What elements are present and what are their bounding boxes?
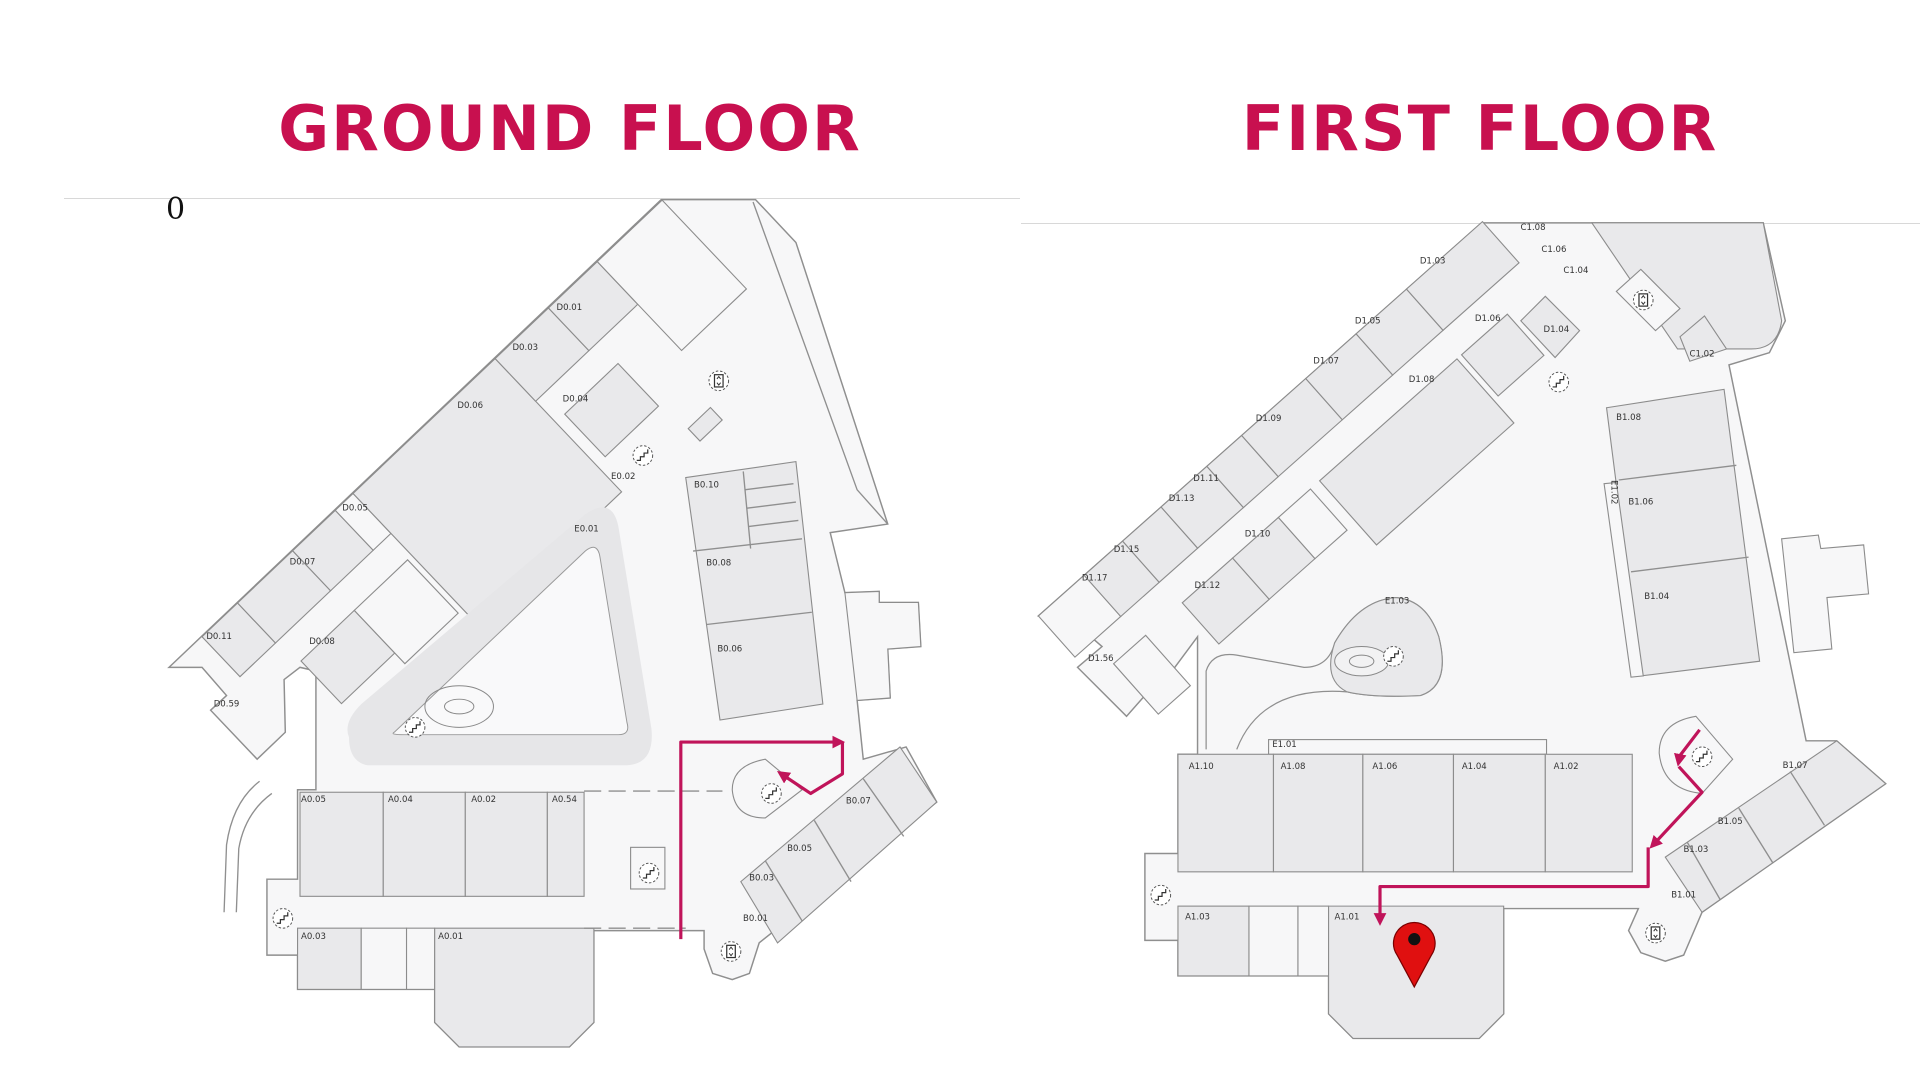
first-b-wing [1664,740,1887,914]
location-pin-icon[interactable] [1392,921,1436,989]
floor-level-marker: 0 [166,192,186,227]
room-label: B0.07 [846,796,871,806]
stairs-icon [1383,646,1404,667]
room-label: B1.04 [1644,592,1669,602]
ground-curved-wall [223,780,273,913]
ground-b-block [685,461,824,721]
room-label: D0.03 [512,343,538,353]
room-label: B0.06 [717,644,742,654]
room-label: D1.17 [1082,573,1108,583]
room-label: A0.01 [438,932,463,942]
room-label: A0.02 [471,795,496,805]
room-label: D1.06 [1475,314,1501,324]
stairs-icon [272,908,294,929]
ground-route [679,735,846,940]
route-arrow [1373,847,1650,926]
ground-courtyard [392,546,629,736]
room-label: C1.06 [1541,245,1566,255]
room-label: B1.07 [1783,761,1808,771]
room-label: C1.02 [1690,349,1715,359]
room-label: B0.01 [743,914,768,924]
route-arrow [1674,728,1701,767]
room-label: C1.04 [1563,266,1588,276]
elevator-icon [1645,922,1666,944]
room-label: B1.08 [1616,413,1641,423]
first-d-wing [1037,220,1545,715]
room-label: A1.08 [1281,762,1306,772]
room-label: B0.10 [694,480,719,490]
room-label: D1.15 [1114,545,1140,555]
room-label: A1.01 [1334,913,1359,923]
room-label: D1.09 [1256,414,1282,424]
room-label: D1.11 [1193,474,1219,484]
room-label: D0.59 [214,700,240,710]
room-label: A0.04 [388,795,413,805]
stairs-icon [1548,371,1570,393]
room-label: A1.04 [1462,762,1487,772]
route-arrow [776,742,845,796]
elevator-icon [1632,289,1654,311]
room-label: B1.05 [1718,817,1743,827]
room-label: B0.08 [706,559,731,569]
first-floor-title: FIRST FLOOR [1241,92,1719,165]
room-label: A0.03 [301,932,326,942]
room-label: D0.01 [557,303,583,313]
stairs-icon [1150,884,1172,906]
room-label: D1.56 [1088,654,1114,664]
room-label: D1.08 [1409,375,1435,385]
ground-floor-title: GROUND FLOOR [278,92,862,165]
room-label: D1.13 [1169,494,1195,504]
room-label: B1.06 [1628,497,1653,507]
room-label: A0.54 [552,795,577,805]
room-label: D0.06 [457,401,483,411]
room-label: E0.02 [611,472,635,482]
room-label: A1.10 [1189,762,1214,772]
room-label: A0.05 [301,795,326,805]
room-label: B1.03 [1683,845,1708,855]
room-label: D0.05 [342,504,368,514]
room-label: D0.07 [290,557,316,567]
ground-d-wing [201,199,748,705]
first-floor-map [1036,220,1887,1040]
room-label: D1.03 [1420,256,1446,266]
room-label: D0.11 [206,632,232,642]
room-label: B0.03 [749,873,774,883]
room-label: D1.05 [1355,316,1381,326]
room-label: A1.02 [1554,762,1579,772]
first-floor-divider [1021,223,1920,224]
room-label: E1.02 [1608,480,1618,504]
room-label: D1.04 [1543,325,1569,335]
stairs-icon [638,862,660,884]
room-label: D1.12 [1195,581,1221,591]
room-label: B1.01 [1671,891,1696,901]
room-label: D1.10 [1245,529,1271,539]
ground-floor-divider [64,198,1020,199]
room-label: E0.01 [574,524,598,534]
first-route [1373,728,1704,926]
route-arrow [1649,765,1704,849]
room-label: A1.03 [1185,913,1210,923]
room-label: D0.08 [309,637,335,647]
ground-outer-wall [752,201,889,525]
stairs-icon [1691,746,1713,768]
elevator-icon [720,941,742,962]
room-label: A1.06 [1372,762,1397,772]
stairs-icon [632,445,654,466]
room-label: B0.05 [787,844,812,854]
room-label: D0.04 [563,395,589,405]
stairs-icon [404,717,426,738]
room-label: E1.01 [1272,740,1296,750]
room-label: E1.03 [1385,597,1409,607]
elevator-icon [708,370,730,392]
room-label: C1.08 [1521,223,1546,233]
room-label: D1.07 [1313,357,1339,367]
ground-b-wing [740,746,938,944]
route-arrow [679,735,846,940]
stairs-icon [761,783,782,804]
